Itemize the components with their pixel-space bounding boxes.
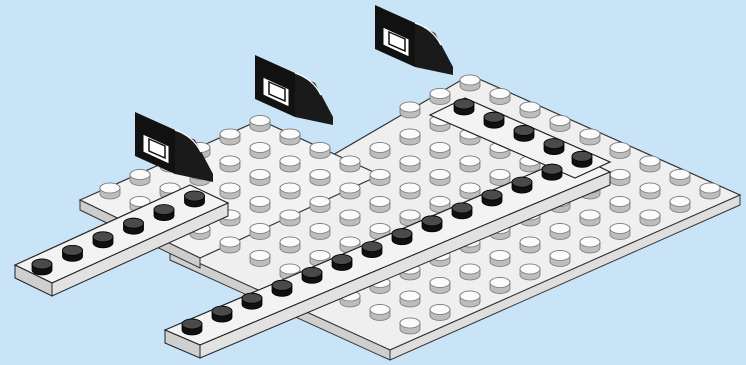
dark-stud: [514, 125, 534, 141]
light-stud: [400, 183, 420, 199]
light-stud: [520, 102, 540, 118]
dark-stud: [454, 99, 474, 115]
light-stud: [250, 251, 270, 267]
dark-stud: [542, 164, 562, 180]
light-stud: [400, 318, 420, 334]
light-stud: [670, 197, 690, 213]
light-stud: [550, 116, 570, 132]
light-stud: [340, 156, 360, 172]
light-stud: [370, 197, 390, 213]
light-stud: [130, 170, 150, 186]
light-stud: [430, 278, 450, 294]
light-stud: [670, 170, 690, 186]
light-stud: [430, 305, 450, 321]
light-stud: [310, 143, 330, 159]
light-stud: [640, 156, 660, 172]
light-stud: [280, 129, 300, 145]
light-stud: [430, 170, 450, 186]
light-stud: [280, 156, 300, 172]
light-stud: [610, 170, 630, 186]
light-stud: [370, 305, 390, 321]
dark-stud: [63, 245, 83, 261]
dark-stud: [482, 190, 502, 206]
light-stud: [580, 237, 600, 253]
dark-stud: [484, 112, 504, 128]
dark-stud: [185, 191, 205, 207]
dark-stud: [302, 267, 322, 283]
light-stud: [430, 143, 450, 159]
light-stud: [460, 156, 480, 172]
light-stud: [310, 170, 330, 186]
light-stud: [550, 251, 570, 267]
dark-stud: [422, 216, 442, 232]
light-stud: [340, 183, 360, 199]
light-stud: [610, 224, 630, 240]
light-stud: [100, 183, 120, 199]
dark-stud: [154, 205, 174, 221]
light-stud: [370, 143, 390, 159]
light-stud: [400, 156, 420, 172]
light-stud: [220, 237, 240, 253]
light-stud: [400, 291, 420, 307]
light-stud: [640, 210, 660, 226]
light-stud: [250, 116, 270, 132]
bracket-right: [375, 5, 453, 75]
dark-stud: [32, 259, 52, 275]
light-stud: [310, 224, 330, 240]
dark-stud: [242, 293, 262, 309]
light-stud: [520, 237, 540, 253]
light-stud: [700, 183, 720, 199]
light-stud: [520, 264, 540, 280]
light-stud: [550, 224, 570, 240]
light-stud: [340, 210, 360, 226]
dark-stud: [362, 242, 382, 258]
light-stud: [430, 89, 450, 105]
light-stud: [460, 264, 480, 280]
light-stud: [400, 102, 420, 118]
light-stud: [490, 170, 510, 186]
dark-stud: [182, 319, 202, 335]
light-stud: [220, 156, 240, 172]
light-stud: [250, 197, 270, 213]
light-stud: [580, 129, 600, 145]
light-stud: [490, 251, 510, 267]
dark-stud: [512, 177, 532, 193]
light-stud: [460, 291, 480, 307]
dark-stud: [572, 151, 592, 167]
dark-stud: [452, 203, 472, 219]
light-stud: [400, 129, 420, 145]
dark-stud: [124, 218, 144, 234]
light-stud: [460, 75, 480, 91]
bracket-middle: [255, 55, 333, 125]
dark-stud: [93, 232, 113, 248]
light-stud: [280, 210, 300, 226]
dark-stud: [212, 306, 232, 322]
light-stud: [280, 183, 300, 199]
light-stud: [220, 129, 240, 145]
light-stud: [310, 197, 330, 213]
light-stud: [610, 197, 630, 213]
light-stud: [610, 143, 630, 159]
light-stud: [280, 237, 300, 253]
light-stud: [220, 183, 240, 199]
light-stud: [250, 170, 270, 186]
dark-stud: [272, 280, 292, 296]
light-stud: [490, 89, 510, 105]
dark-stud: [544, 139, 564, 155]
light-stud: [250, 143, 270, 159]
light-stud: [640, 183, 660, 199]
light-stud: [580, 210, 600, 226]
light-stud: [490, 278, 510, 294]
light-stud: [250, 224, 270, 240]
dark-stud: [332, 255, 352, 271]
light-stud: [370, 170, 390, 186]
dark-stud: [392, 229, 412, 245]
